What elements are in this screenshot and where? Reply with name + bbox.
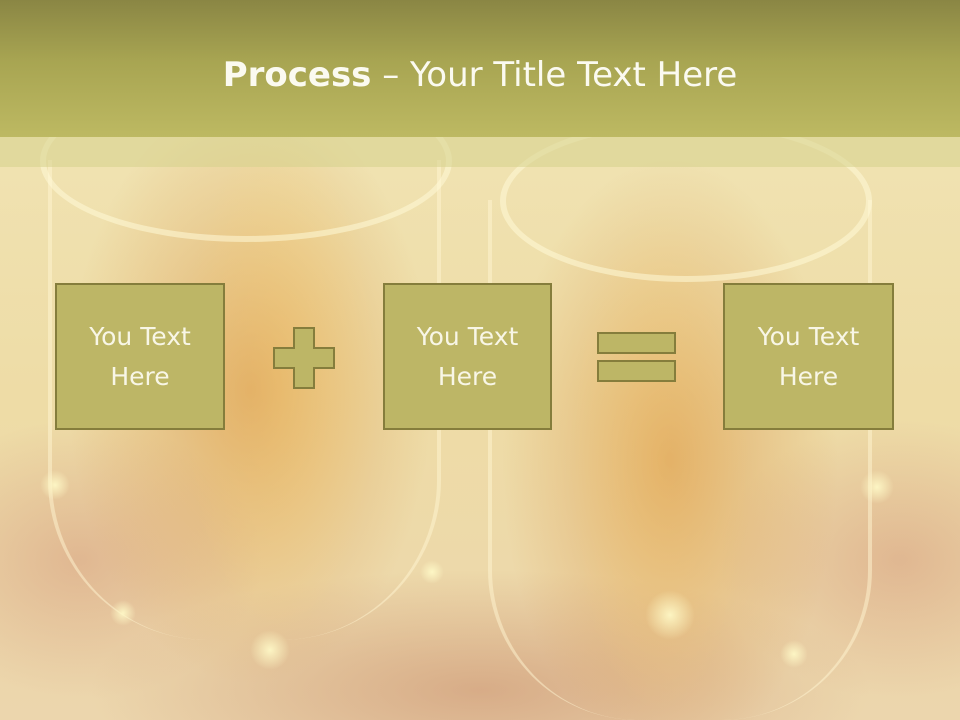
process-step-line1: You Text bbox=[89, 321, 191, 351]
sparkle bbox=[40, 470, 70, 500]
slide-title-bold: Process bbox=[222, 55, 372, 95]
process-step-line2: Here bbox=[778, 361, 839, 391]
sparkle bbox=[780, 640, 808, 668]
process-step-line1: You Text bbox=[416, 321, 519, 351]
process-step-box-1[interactable]: You Text Here bbox=[55, 283, 225, 430]
process-step-text: You Text Here bbox=[393, 317, 543, 397]
process-step-line2: Here bbox=[437, 361, 498, 391]
slide-title[interactable]: Process – Your Title Text Here bbox=[0, 52, 960, 98]
process-step-text: You Text Here bbox=[65, 317, 215, 397]
equals-icon bbox=[596, 331, 678, 385]
title-underband bbox=[0, 137, 960, 167]
title-bar bbox=[0, 0, 960, 137]
process-step-box-2[interactable]: You Text Here bbox=[383, 283, 552, 430]
process-step-line1: You Text bbox=[757, 321, 860, 351]
process-step-text: You Text Here bbox=[734, 317, 884, 397]
process-step-box-3[interactable]: You Text Here bbox=[723, 283, 894, 430]
sparkle bbox=[860, 470, 894, 504]
sparkle bbox=[420, 560, 444, 584]
champagne-glass-right bbox=[488, 200, 872, 720]
sparkle bbox=[110, 600, 136, 626]
sparkle bbox=[645, 590, 695, 640]
process-step-line2: Here bbox=[110, 361, 170, 391]
sparkle bbox=[250, 630, 290, 670]
plus-icon bbox=[272, 326, 336, 390]
slide-title-rest: – Your Title Text Here bbox=[371, 55, 738, 95]
